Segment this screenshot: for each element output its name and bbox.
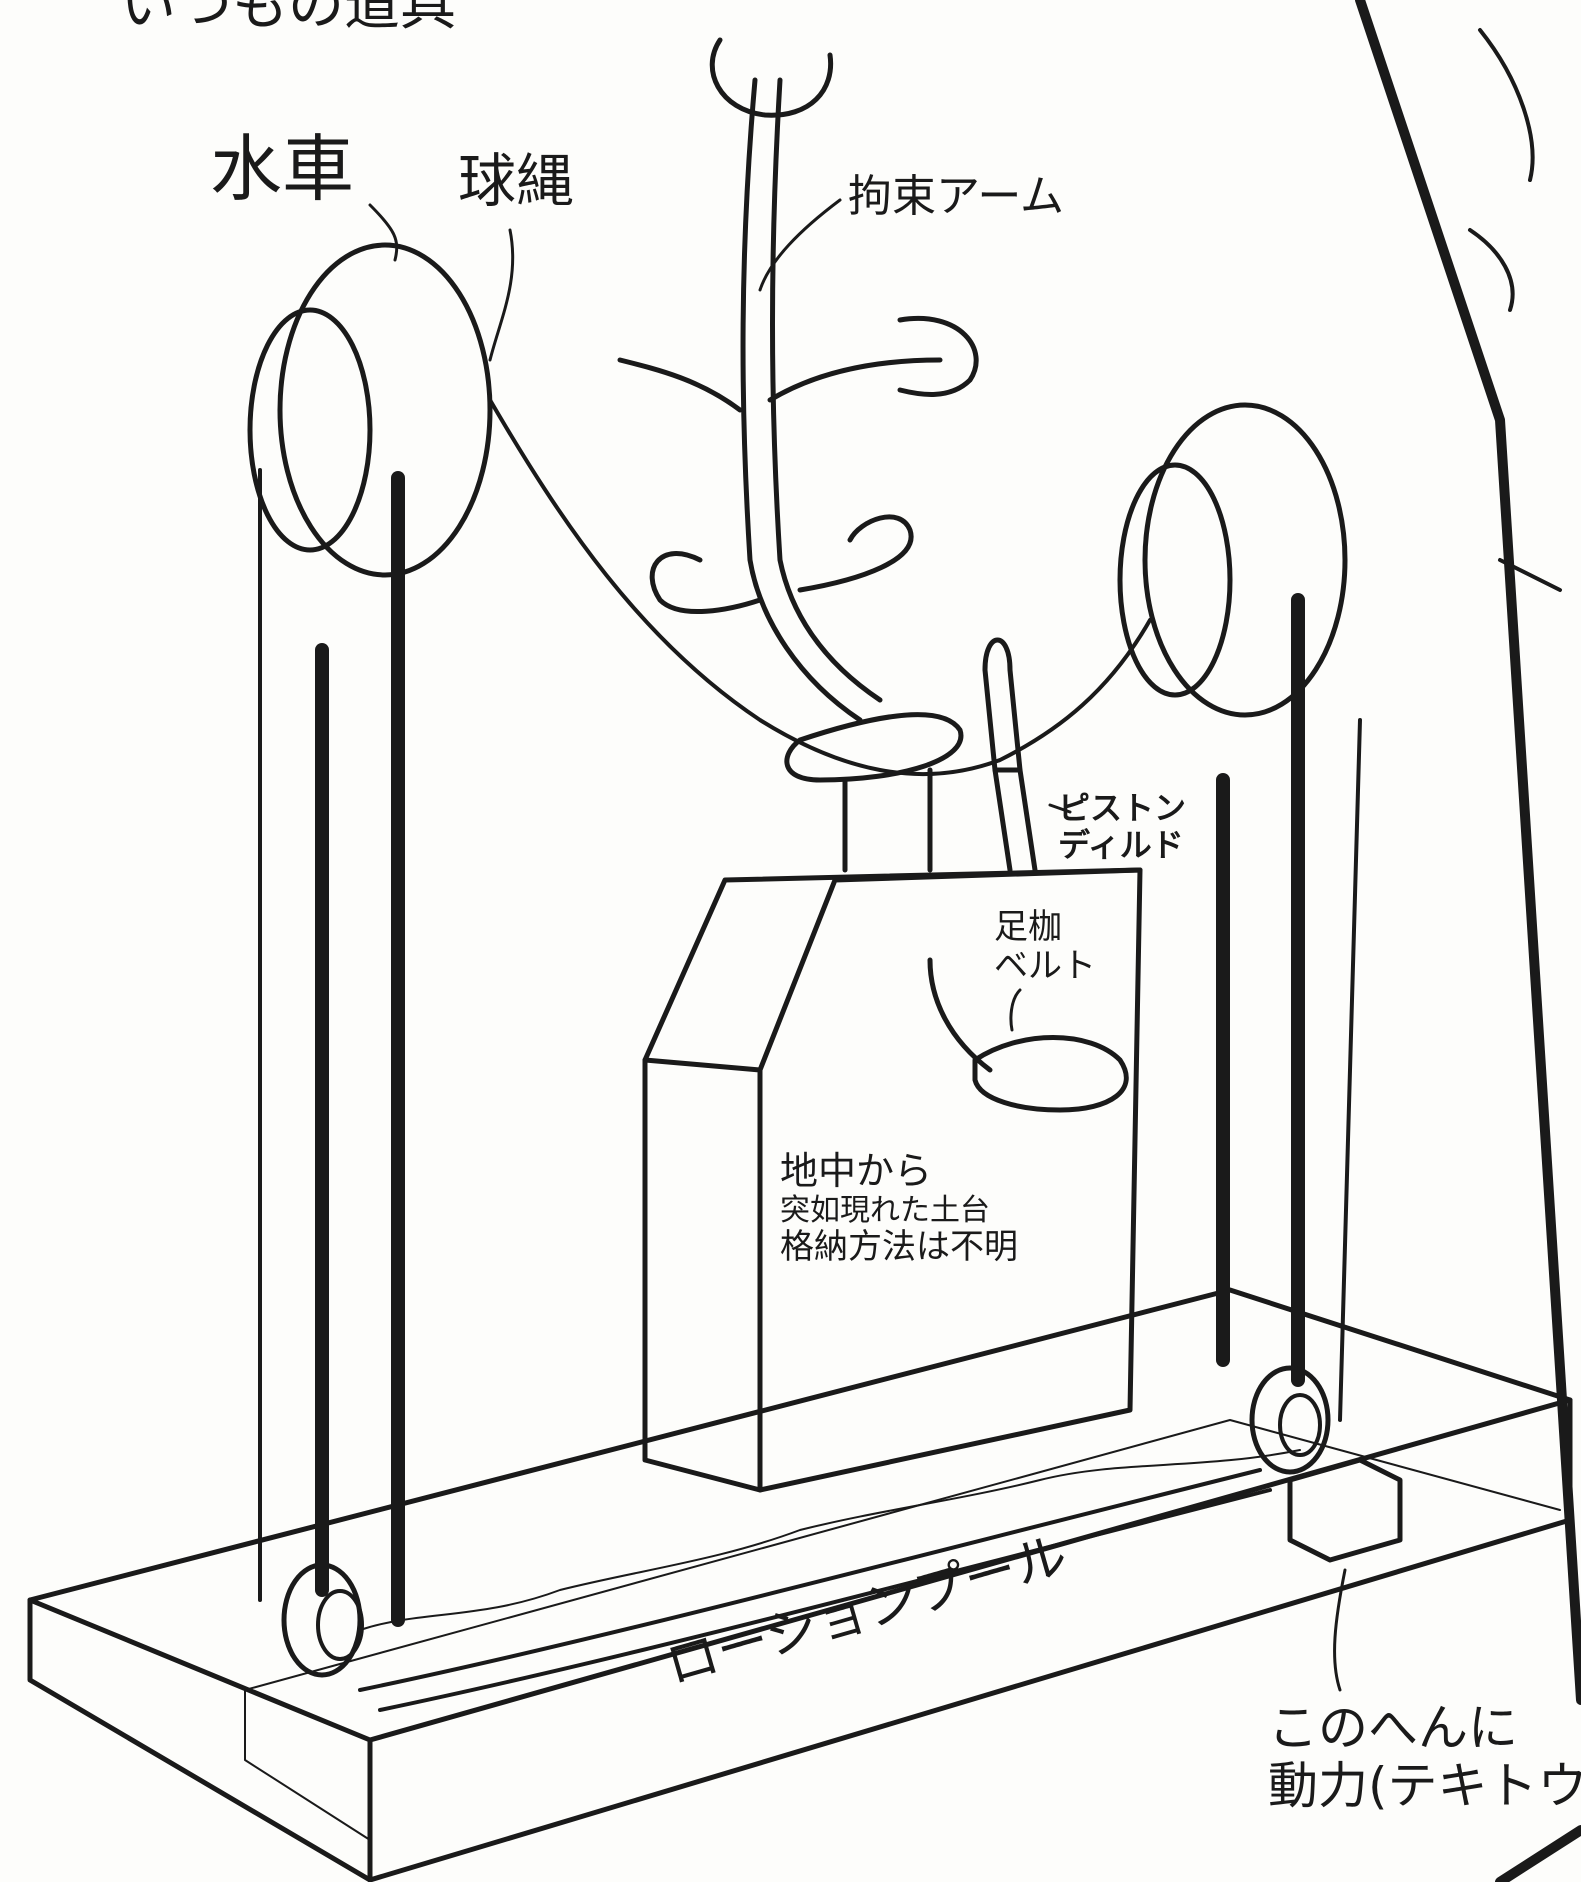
right-panel-hint: [1468, 28, 1562, 592]
shackle-belt-label: 足枷 ベルト: [994, 907, 1096, 987]
panel-border: [1355, 0, 1581, 1882]
leader-lines: [368, 198, 1347, 1692]
base-note-line: 格納方法は不明: [780, 1227, 1018, 1268]
piston-dildo-label-line: ピストン: [1058, 789, 1187, 827]
shackle-belt-label-line: ベルト: [994, 946, 1096, 987]
base-note: 地中から 突如現れた土台 格納方法は不明: [780, 1149, 1018, 1268]
ball-rope: [258, 398, 1362, 1712]
power-note-line: 動力(テキトウ): [1268, 1756, 1581, 1815]
left-water-wheel: [247, 242, 493, 1627]
ball-rope-label: 球縄: [458, 147, 575, 215]
top-fragment-label: いつもの道具: [120, 0, 456, 38]
restraint-arm: [617, 37, 979, 873]
piston-dildo: [982, 637, 1038, 873]
base-note-line: 突如現れた土台: [780, 1192, 990, 1228]
lotion-pool: [27, 1287, 1573, 1882]
shackle-belt-label-line: 足枷: [994, 907, 1062, 947]
piston-dildo-label-line: ディルド: [1058, 825, 1184, 864]
piston-dildo-label: ピストン ディルド: [1058, 790, 1186, 864]
power-note-line: このへんに: [1268, 1699, 1518, 1757]
base-block: [642, 867, 1143, 1493]
shackle-belt: [927, 957, 1129, 1113]
water-wheel-label: 水車: [210, 127, 355, 211]
right-water-wheel: [1117, 402, 1348, 1387]
restraint-arm-label: 拘束アーム: [848, 171, 1065, 222]
pool-pulleys: [281, 1365, 1403, 1678]
base-note-line: 地中から: [780, 1149, 933, 1193]
power-note: このへんに 動力(テキトウ): [1268, 1699, 1581, 1815]
